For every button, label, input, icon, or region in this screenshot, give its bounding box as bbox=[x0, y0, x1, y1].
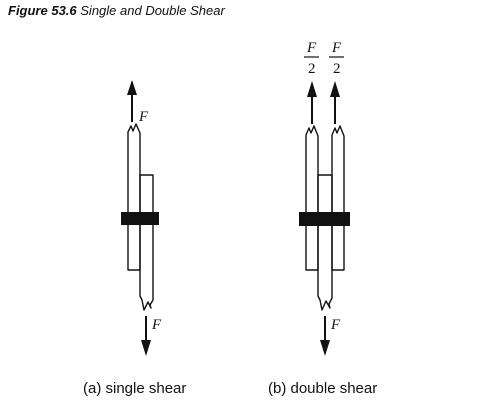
force-label-bottom: F bbox=[330, 317, 341, 333]
svg-text:2: 2 bbox=[333, 61, 341, 77]
middle-plate bbox=[317, 174, 333, 311]
single-shear-diagram: F F (a) single shear bbox=[83, 80, 186, 397]
double-shear-diagram: F 2 F 2 bbox=[268, 40, 377, 397]
force-label-bottom: F bbox=[151, 317, 162, 333]
rivet bbox=[299, 212, 350, 226]
left-outer-plate bbox=[305, 125, 319, 271]
figure-number: Figure 53.6 bbox=[8, 3, 77, 18]
force-arrow-up-left bbox=[307, 81, 317, 124]
svg-text:2: 2 bbox=[308, 61, 316, 77]
figure-title: Figure 53.6 Single and Double Shear bbox=[8, 3, 225, 18]
svg-text:F: F bbox=[306, 40, 317, 56]
force-label-top-1: F 2 bbox=[304, 40, 319, 77]
force-arrow-up-right bbox=[330, 81, 340, 124]
force-arrow-up bbox=[127, 80, 137, 122]
caption-double-shear: (b) double shear bbox=[268, 380, 377, 397]
svg-text:F: F bbox=[331, 40, 342, 56]
caption-single-shear: (a) single shear bbox=[83, 380, 186, 397]
force-arrow-down bbox=[141, 316, 151, 356]
force-label-top: F bbox=[138, 109, 149, 125]
figure-name: Single and Double Shear bbox=[80, 3, 225, 18]
force-label-top-2: F 2 bbox=[329, 40, 344, 77]
left-plate bbox=[127, 123, 141, 271]
force-arrow-down bbox=[320, 316, 330, 356]
right-outer-plate bbox=[331, 125, 345, 271]
right-plate bbox=[139, 174, 154, 311]
rivet bbox=[121, 212, 159, 225]
